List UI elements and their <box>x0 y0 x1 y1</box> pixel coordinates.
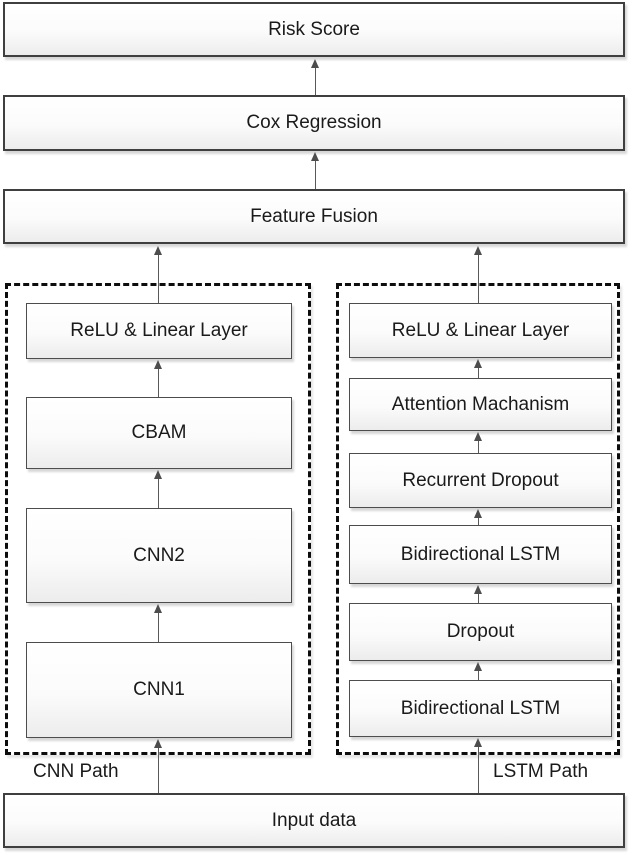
box-dropout: Dropout <box>349 603 612 661</box>
connector-arrow-cox-to-risk <box>311 59 319 95</box>
box-attention-mechanism: Attention Machanism <box>349 378 612 431</box>
box-risk-score: Risk Score <box>3 2 625 57</box>
box-cnn1: CNN1 <box>26 642 292 738</box>
connector-arrow-input-to-cnn1 <box>154 739 162 793</box>
connector-arrow-dropout-to-bilstm1 <box>474 585 482 603</box>
lstm-path-label: LSTM Path <box>493 761 589 782</box>
box-cnn2: CNN2 <box>26 508 292 603</box>
box-lstm-relu-linear-layer: ReLU & Linear Layer <box>349 303 612 358</box>
connector-arrow-cnn2-to-cbam <box>154 470 162 508</box>
box-bidirectional-lstm-lower: Bidirectional LSTM <box>349 680 612 737</box>
box-cox-regression: Cox Regression <box>3 95 625 151</box>
connector-arrow-bilstm1-to-recdropout <box>474 509 482 525</box>
cnn-path-label: CNN Path <box>33 761 119 782</box>
box-cbam: CBAM <box>26 397 292 469</box>
connector-arrow-attention-to-relu <box>474 359 482 378</box>
connector-arrow-fusion-to-cox <box>311 152 319 189</box>
box-recurrent-dropout: Recurrent Dropout <box>349 453 612 508</box>
connector-arrow-cbam-to-relu <box>154 360 162 397</box>
connector-arrow-input-to-bilstm2 <box>474 738 482 793</box>
connector-arrow-lstmrelu-to-fusion <box>474 246 482 303</box>
box-feature-fusion: Feature Fusion <box>3 189 625 244</box>
box-cnn-relu-linear-layer: ReLU & Linear Layer <box>26 303 292 359</box>
connector-arrow-cnn1-to-cnn2 <box>154 604 162 642</box>
box-bidirectional-lstm-upper: Bidirectional LSTM <box>349 525 612 584</box>
box-input-data: Input data <box>3 793 625 848</box>
connector-arrow-recdropout-to-attention <box>474 432 482 453</box>
connector-arrow-bilstm2-to-dropout <box>474 662 482 680</box>
connector-arrow-cnnrelu-to-fusion <box>154 246 162 303</box>
